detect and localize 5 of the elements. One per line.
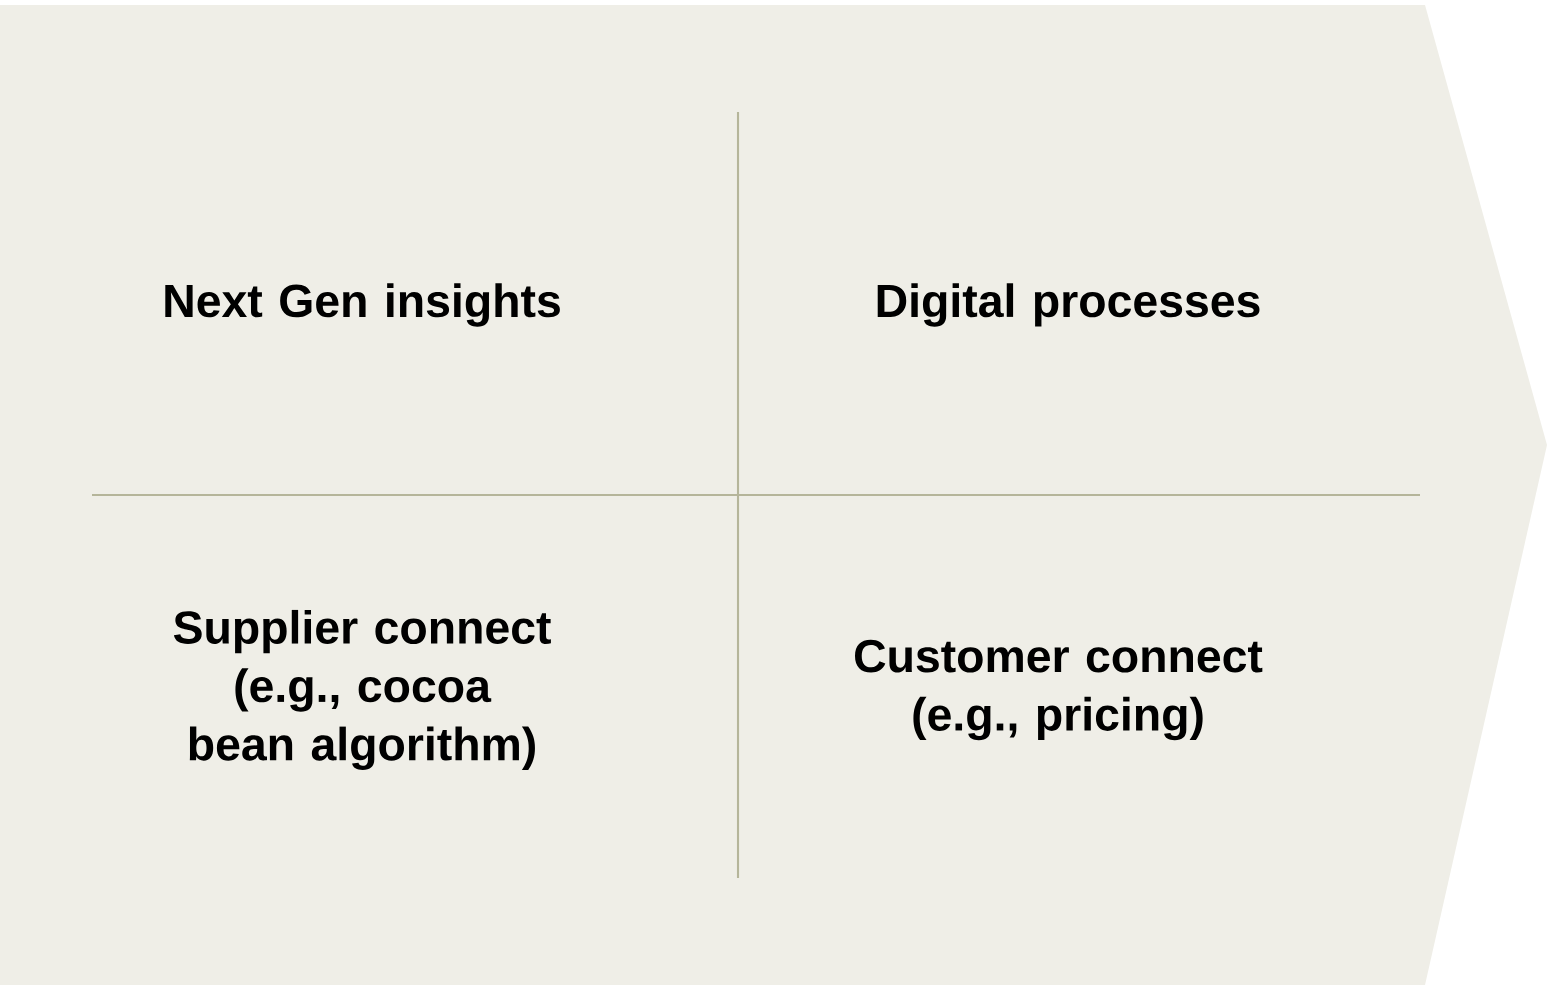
quadrant-label: Supplier connect (e.g., cocoa bean algorithm) [173, 609, 551, 771]
quadrant-label: Digital processes [877, 283, 1260, 327]
quadrant-label: Next Gen insights [165, 283, 560, 327]
chevron-band [0, 5, 1547, 985]
quadrant-label: Customer connect (e.g., pricing) [855, 639, 1263, 741]
